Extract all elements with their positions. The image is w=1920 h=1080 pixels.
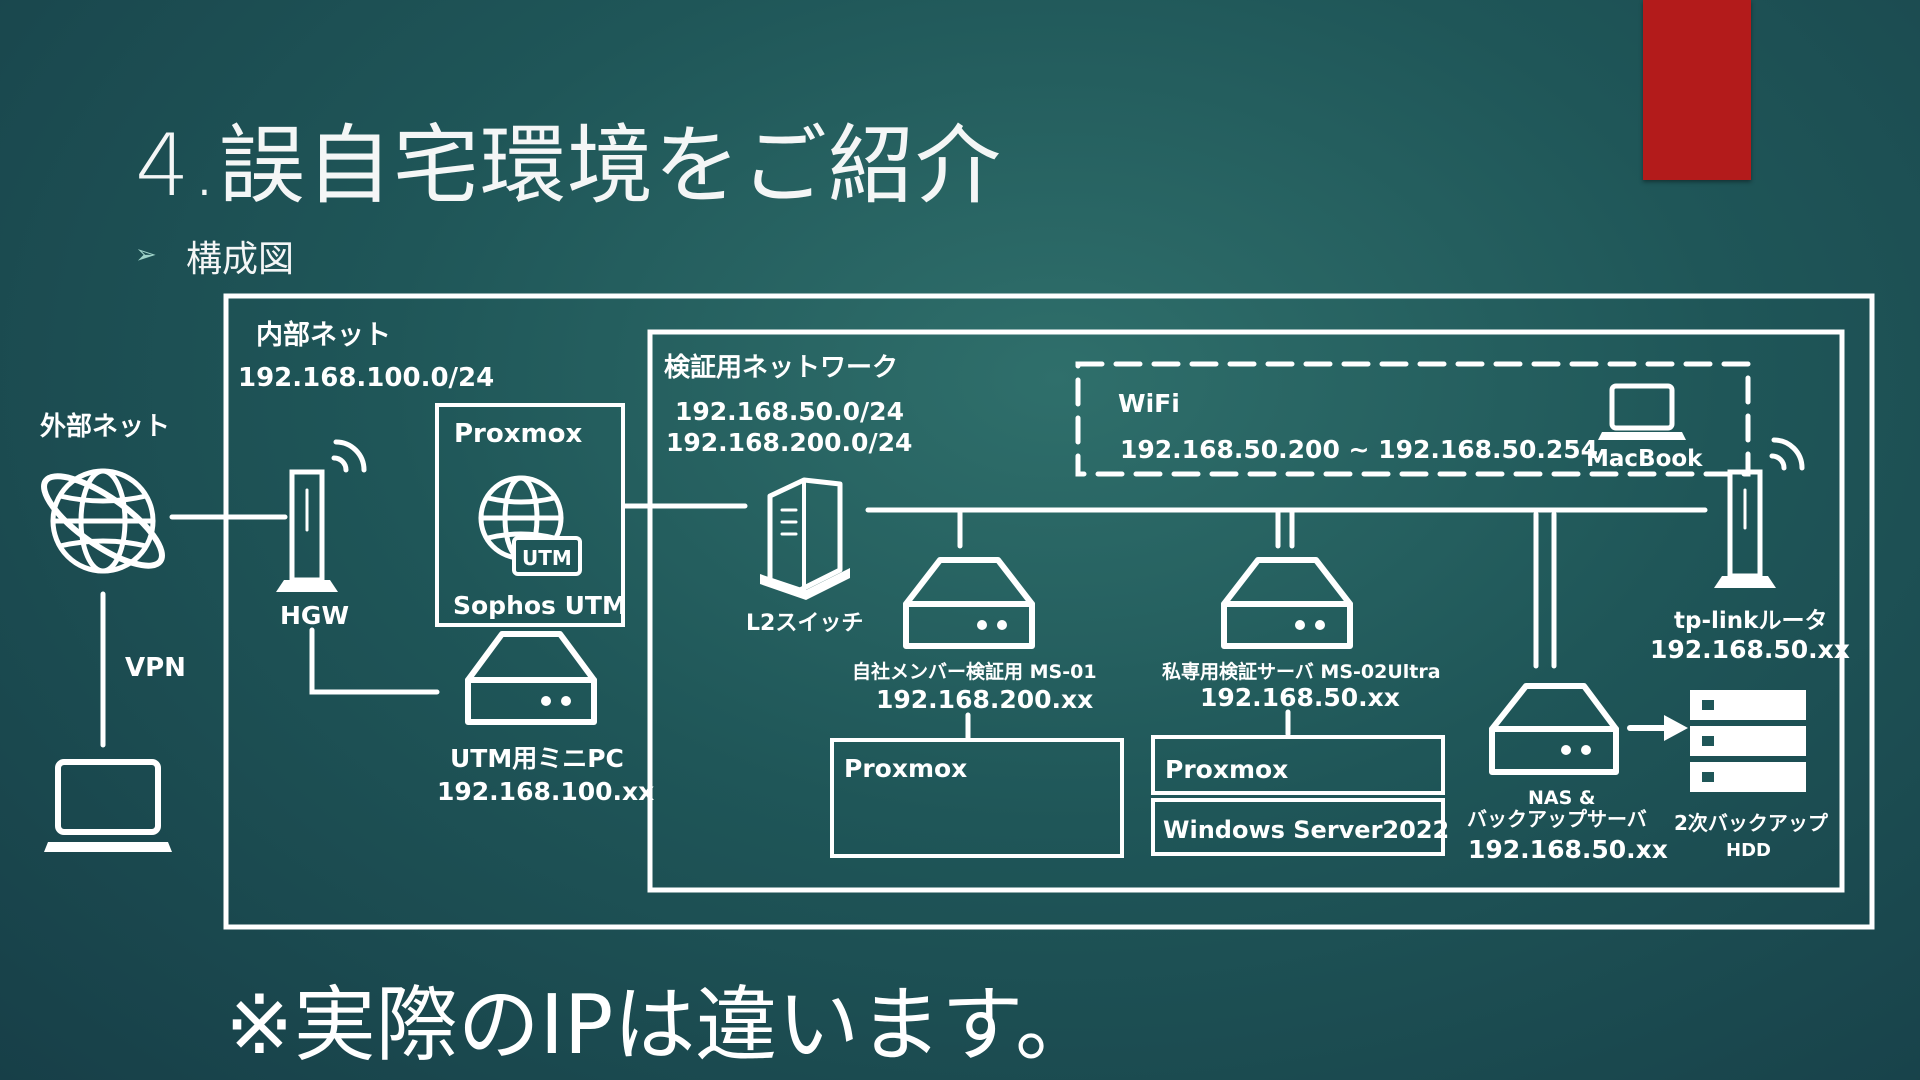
wifi-label: WiFi <box>1118 389 1180 418</box>
hdd-label-1: 2次バックアップ <box>1674 811 1829 835</box>
router-ip: 192.168.50.xx <box>1650 635 1850 664</box>
hgw-router-icon <box>276 439 367 592</box>
nas-ip: 192.168.50.xx <box>1468 835 1668 864</box>
tp-link-router-icon <box>1714 437 1805 588</box>
hgw-label: HGW <box>280 601 349 630</box>
macbook-icon <box>1598 383 1686 440</box>
sophos-utm-label: Sophos UTM <box>453 591 627 620</box>
ms02-ip: 192.168.50.xx <box>1200 683 1400 712</box>
verify-subnet-2: 192.168.200.0/24 <box>666 428 912 457</box>
ms02-vm2-label: Windows Server2022 <box>1163 816 1449 844</box>
internal-subnet: 192.168.100.0/24 <box>238 363 494 393</box>
ms01-vm-label: Proxmox <box>844 754 967 783</box>
utm-pc-label: UTM用ミニPC <box>450 744 624 773</box>
macbook-label: MacBook <box>1586 446 1703 472</box>
utm-badge <box>512 536 582 576</box>
globe-icon <box>41 468 165 574</box>
footnote: ※実際のIPは違います。 <box>225 978 1098 1073</box>
proxmox-utm-box <box>435 403 625 627</box>
internal-net-label: 内部ネット <box>256 319 391 351</box>
server-icon <box>1489 683 1619 775</box>
ms02-label: 私専用検証サーバ MS-02Ultra <box>1162 660 1441 683</box>
nas-label-2: バックアップサーバ <box>1467 807 1647 831</box>
hdd-label-2: HDD <box>1726 840 1771 861</box>
hdd-stack-icon <box>1690 690 1806 792</box>
ms01-ip: 192.168.200.xx <box>876 685 1093 714</box>
vpn-label: VPN <box>125 653 186 683</box>
server-icon <box>1221 557 1353 649</box>
ms01-proxmox-box <box>830 738 1124 858</box>
ms02-vm1-label: Proxmox <box>1165 755 1288 784</box>
accent-bar <box>1643 0 1751 180</box>
server-icon <box>465 631 597 725</box>
verify-network-frame <box>647 329 1845 893</box>
slide-title: 4.誤自宅環境をご紹介 <box>135 116 1003 216</box>
l2-switch-icon <box>760 477 850 600</box>
backup-arrow-icon <box>1627 715 1688 741</box>
ms02-windows-box <box>1151 798 1445 856</box>
proxmox-title: Proxmox <box>454 419 582 449</box>
connection-lines <box>100 503 1708 748</box>
internal-network-frame <box>223 293 1875 930</box>
external-net-label: 外部ネット <box>40 412 170 442</box>
l2-switch-label: L2スイッチ <box>746 611 863 636</box>
utm-pc-ip: 192.168.100.xx <box>437 777 654 806</box>
bullet-arrow-icon: ➢ <box>135 240 157 270</box>
wifi-frame <box>1075 361 1751 477</box>
wifi-range: 192.168.50.200 ~ 192.168.50.254 <box>1120 435 1598 464</box>
utm-badge-label: UTM <box>522 546 572 570</box>
ms01-label: 自社メンバー検証用 MS-01 <box>852 660 1097 683</box>
verify-net-label: 検証用ネットワーク <box>664 352 898 383</box>
nas-label-1: NAS & <box>1528 787 1595 809</box>
ms02-proxmox-box <box>1151 735 1445 795</box>
verify-subnet-1: 192.168.50.0/24 <box>675 397 904 426</box>
bullet-text: 構成図 <box>186 239 295 280</box>
server-icon <box>903 557 1035 649</box>
laptop-icon <box>44 759 172 852</box>
router-label: tp-linkルータ <box>1674 608 1827 634</box>
